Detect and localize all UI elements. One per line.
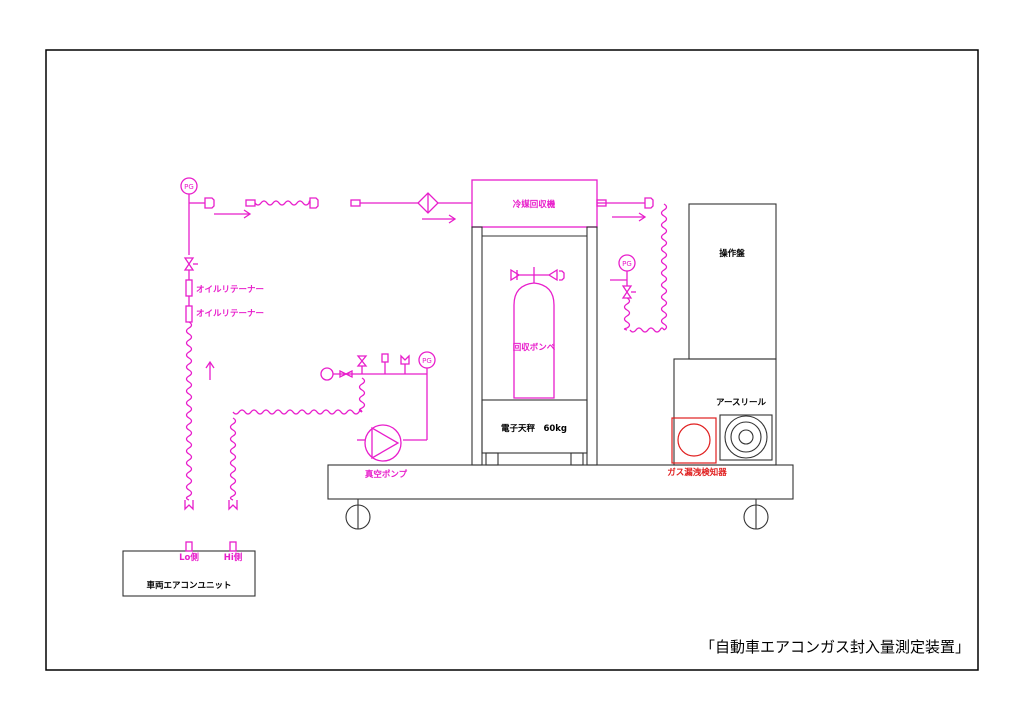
recovery-machine-label: 冷媒回収機 — [513, 199, 556, 210]
cart-base — [327, 464, 794, 500]
hose-mid-vertical — [229, 377, 366, 501]
hose-right — [629, 203, 668, 333]
flow-arrow-up-head — [205, 360, 215, 369]
gas-detector — [671, 417, 717, 464]
earth-reel-center — [738, 429, 754, 445]
control-panel-label: 操作盤 — [719, 248, 745, 259]
hose-fitting-a — [245, 199, 256, 207]
oil-strainer-1-label: オイルリテーナー — [196, 285, 264, 295]
drawing-title: 「自動車エアコンガス封入量測定装置」 — [700, 638, 970, 656]
recovery-out-fitting — [596, 199, 607, 207]
earth-reel-housing — [719, 414, 773, 461]
pressure-gauge-right-label: PG — [622, 260, 632, 268]
earth-reel-label: アースリール — [716, 398, 767, 408]
hi-side-label: Hi側 — [224, 552, 243, 563]
oil-strainer-2-body — [185, 305, 193, 323]
vacuum-pump — [364, 424, 402, 462]
oil-strainer-2-label: オイルリテーナー — [196, 309, 264, 319]
gas-detector-sensor — [677, 423, 711, 457]
manifold-fitting — [381, 353, 389, 363]
hi-port — [229, 541, 237, 552]
pressure-gauge-vacuum-label: PG — [422, 357, 432, 365]
oil-strainer-1-body — [185, 279, 193, 297]
inlet-port — [320, 367, 334, 381]
manifold-coupler — [400, 354, 410, 365]
frame-post-left — [471, 226, 483, 466]
valve-left — [183, 257, 195, 271]
lo-side-label: Lo側 — [179, 552, 199, 563]
hi-coupler — [228, 500, 238, 511]
valve-right — [621, 285, 633, 299]
hose-fitting-b — [350, 199, 361, 207]
cabinet-lower — [673, 358, 777, 466]
pressure-gauge-left-label: PG — [184, 183, 194, 191]
electronic-scale-label: 電子天秤 60kg — [501, 423, 567, 434]
vacuum-pump-symbol — [371, 426, 400, 460]
lo-coupler — [184, 500, 194, 511]
flow-arrow-right-3-head — [638, 212, 647, 222]
hose-right-lower — [623, 297, 631, 331]
scale-foot-left — [485, 452, 499, 466]
scale-foot-right — [570, 452, 584, 466]
recovery-cylinder — [513, 282, 555, 399]
flow-arrow-right-1-head — [243, 209, 252, 219]
manifold-valve — [356, 355, 368, 367]
vehicle-ac-unit-label: 車両エアコンユニット — [146, 580, 231, 591]
frame-post-right — [586, 226, 598, 466]
recovery-cylinder-label: 回収ボンベ — [513, 342, 556, 353]
earth-reel-hub — [730, 421, 762, 453]
hose-left-vertical — [185, 321, 193, 501]
cylinder-valve-right-cap — [559, 270, 565, 281]
control-panel — [688, 203, 777, 360]
coupler-right — [644, 197, 654, 209]
vacuum-pump-label: 真空ポンプ — [365, 469, 408, 480]
valve-vacuum-inlet — [339, 369, 353, 379]
drawing-border — [45, 49, 979, 671]
gas-detector-label: ガス漏洩検知器 — [667, 467, 727, 478]
hose-top-1 — [254, 200, 311, 206]
coupler-top-mid — [309, 197, 319, 209]
cylinder-valves — [510, 268, 558, 282]
electronic-scale — [481, 399, 588, 454]
lo-port — [185, 541, 193, 552]
earth-reel-drum — [724, 415, 768, 459]
coupler-top-left — [204, 197, 215, 209]
flow-arrow-right-2-head — [448, 214, 457, 224]
